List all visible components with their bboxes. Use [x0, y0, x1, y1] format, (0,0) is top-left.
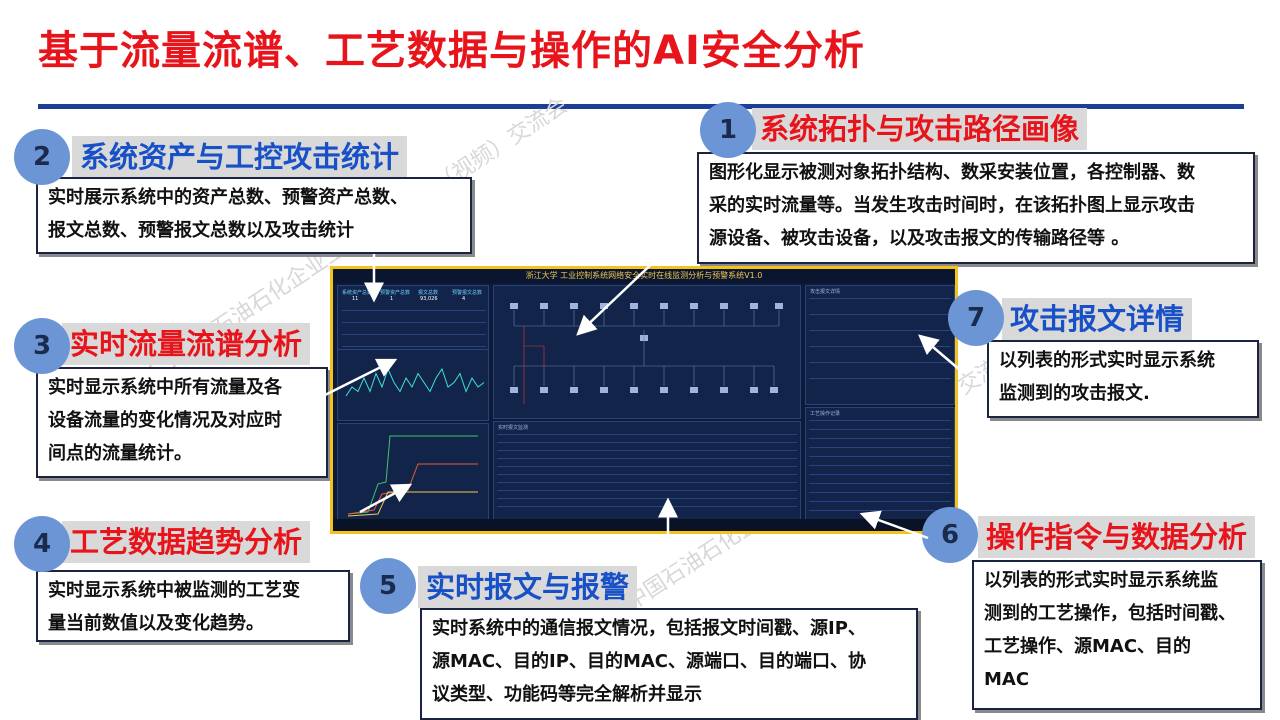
table-row	[497, 506, 797, 507]
table-row	[809, 447, 951, 448]
table-row	[809, 456, 951, 457]
stat-label: 报文总数	[418, 290, 439, 296]
table-row	[809, 378, 951, 379]
section-1-number-badge: 1	[700, 102, 756, 158]
section-5-description: 实时系统中的通信报文情况，包括报文时间戳、源IP、源MAC、目的IP、目的MAC…	[420, 608, 918, 720]
asset-stats-panel: 系统资产总数 11 预警资产总数 1 报文总数 93,026 预警报文总数 4	[337, 285, 489, 359]
section-1-description: 图形化显示被测对象拓扑结构、数采安装位置，各控制器、数采的实时流量等。当发生攻击…	[697, 152, 1255, 264]
section-7-number-badge: 7	[948, 290, 1004, 346]
topology-device-icon	[540, 303, 548, 309]
traffic-line-chart	[345, 367, 485, 397]
topology-device-icon	[775, 303, 783, 309]
packet-panel-label: 实时报文监测	[498, 425, 529, 431]
table-row	[809, 429, 951, 430]
screenshot-taskbar	[333, 519, 955, 531]
topology-device-icon	[570, 387, 578, 393]
topology-device-icon	[690, 387, 698, 393]
table-row	[497, 498, 797, 499]
attack-detail-panel: 攻击报文详情	[805, 285, 955, 405]
topology-device-icon	[600, 387, 608, 393]
topology-device-icon	[720, 387, 728, 393]
table-row	[497, 442, 797, 443]
topology-device-icon	[540, 387, 548, 393]
attack-panel-label: 攻击报文详情	[810, 289, 841, 295]
topology-device-icon	[660, 303, 668, 309]
section-4-description: 实时显示系统中被监测的工艺变量当前数值以及变化趋势。	[36, 570, 350, 642]
section-2-number-badge: 2	[14, 129, 70, 185]
table-row	[809, 510, 951, 511]
topology-device-icon	[600, 303, 608, 309]
slide-title: 基于流量流谱、工艺数据与操作的AI安全分析	[38, 28, 865, 74]
screenshot-app-title: 浙江大学 工业控制系统网络安全实时在线监测分析与预警系统V1.0	[333, 269, 955, 283]
realtime-packet-panel: 实时报文监测	[493, 421, 801, 521]
table-row	[497, 458, 797, 459]
table-row	[809, 465, 951, 466]
topology-device-icon	[510, 387, 518, 393]
section-7-heading: 攻击报文详情	[1002, 298, 1193, 340]
table-row	[497, 450, 797, 451]
topology-diagram	[510, 303, 783, 404]
topology-device-icon	[750, 387, 758, 393]
section-6-number-badge: 6	[922, 507, 978, 563]
monitoring-system-screenshot: 浙江大学 工业控制系统网络安全实时在线监测分析与预警系统V1.0 系统资产总数 …	[330, 266, 958, 534]
section-3-heading: 实时流量流谱分析	[62, 323, 311, 365]
process-trend-chart	[347, 435, 478, 517]
section-4-heading: 工艺数据趋势分析	[62, 521, 311, 563]
table-row	[497, 482, 797, 483]
table-row	[809, 346, 951, 347]
section-6-heading: 操作指令与数据分析	[978, 516, 1256, 558]
table-row	[497, 474, 797, 475]
topology-device-icon	[720, 303, 728, 309]
network-topology-panel	[493, 285, 801, 419]
table-row	[809, 492, 951, 493]
topology-device-icon	[660, 387, 668, 393]
topology-device-icon	[510, 303, 518, 309]
table-row	[809, 483, 951, 484]
table-row	[809, 501, 951, 502]
section-5-heading: 实时报文与报警	[418, 566, 638, 608]
table-row	[809, 362, 951, 363]
section-7-description: 以列表的形式实时显示系统监测到的攻击报文.	[987, 340, 1259, 418]
table-row	[809, 438, 951, 439]
traffic-spectrum-panel	[337, 349, 489, 421]
process-trend-panel	[337, 423, 489, 521]
section-3-number-badge: 3	[14, 318, 70, 374]
section-5-number-badge: 5	[360, 558, 416, 614]
stat-label: 预警报文总数	[452, 290, 483, 296]
topology-device-icon	[690, 303, 698, 309]
title-divider	[38, 104, 1244, 109]
operation-log-panel: 工艺操作记录	[805, 407, 955, 521]
section-2-heading: 系统资产与工控攻击统计	[72, 136, 408, 178]
stat-label: 系统资产总数	[342, 290, 373, 296]
stat-value: 4	[462, 296, 466, 302]
topology-device-icon	[570, 303, 578, 309]
table-row	[809, 314, 951, 315]
topology-device-icon	[750, 303, 758, 309]
table-row	[809, 298, 951, 299]
section-3-description: 实时显示系统中所有流量及各设备流量的变化情况及对应时间点的流量统计。	[36, 367, 328, 478]
traffic-series-line	[345, 367, 485, 397]
table-row	[809, 474, 951, 475]
stat-value: 93,026	[420, 296, 438, 302]
table-row	[497, 490, 797, 491]
stat-value: 11	[352, 296, 359, 302]
table-row	[497, 466, 797, 467]
topology-device-icon	[630, 387, 638, 393]
table-row	[809, 420, 951, 421]
table-row	[809, 330, 951, 331]
topology-device-icon	[770, 387, 778, 393]
stat-value: 1	[390, 296, 394, 302]
section-1-heading: 系统拓扑与攻击路径画像	[752, 108, 1088, 150]
section-2-description: 实时展示系统中的资产总数、预警资产总数、报文总数、预警报文总数以及攻击统计	[36, 177, 472, 254]
section-4-number-badge: 4	[14, 516, 70, 572]
operation-panel-label: 工艺操作记录	[810, 411, 841, 417]
stat-label: 预警资产总数	[380, 290, 411, 296]
table-row	[497, 434, 797, 435]
topology-device-icon	[630, 303, 638, 309]
